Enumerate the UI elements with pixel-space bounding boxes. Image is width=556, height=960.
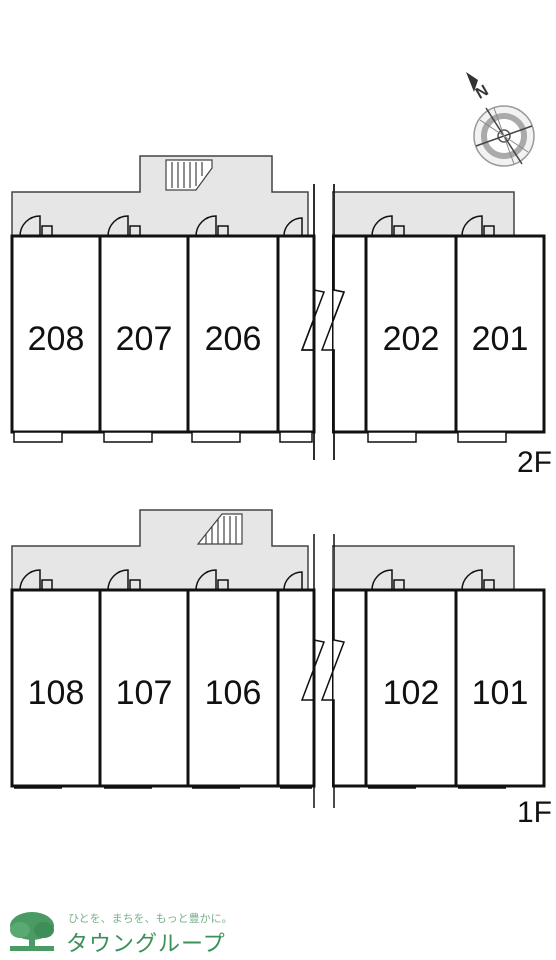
corridor-2f	[11, 155, 309, 237]
door	[461, 215, 483, 237]
floor-label-1f: 1F	[517, 796, 552, 829]
door	[107, 569, 129, 591]
door	[107, 215, 129, 237]
unit-label-201: 201	[472, 320, 529, 358]
balcony	[103, 431, 153, 443]
balcony	[13, 431, 63, 443]
floor-2f: 208 207 206 202 201 2F	[10, 155, 552, 479]
door	[195, 215, 217, 237]
corridor-1f-right	[331, 545, 515, 591]
balcony	[367, 431, 417, 443]
unit-filler-1f	[276, 588, 316, 788]
break-line-1f	[300, 534, 346, 808]
door	[371, 569, 393, 591]
unit-label-206: 206	[205, 320, 262, 358]
unit-label-101: 101	[472, 674, 529, 712]
unit-label-207: 207	[116, 320, 173, 358]
unit-107	[98, 588, 190, 788]
door	[195, 569, 217, 591]
corridor-1f	[11, 509, 309, 591]
corridor-2f-right	[331, 191, 515, 237]
door	[283, 571, 303, 591]
unit-label-108: 108	[28, 674, 85, 712]
stairs-1f	[196, 513, 243, 545]
compass-icon: N	[466, 72, 535, 167]
unit-filler-1f-right	[330, 588, 368, 788]
door	[461, 569, 483, 591]
door	[19, 569, 41, 591]
north-label: N	[473, 82, 492, 103]
company-logo: ひとを、まちを、もっと豊かに。 タウングループ	[4, 908, 264, 957]
unit-label-106: 106	[205, 674, 262, 712]
unit-201	[454, 234, 546, 434]
floor-label-2f: 2F	[517, 446, 552, 479]
unit-label-208: 208	[28, 320, 85, 358]
door	[283, 217, 303, 237]
logo-tagline: ひとを、まちを、もっと豊かに。	[68, 912, 233, 925]
door	[19, 215, 41, 237]
door	[371, 215, 393, 237]
stairs-2f	[165, 159, 213, 191]
balcony	[191, 431, 241, 443]
logo-name: タウングループ	[66, 932, 226, 957]
unit-label-107: 107	[116, 674, 173, 712]
balcony	[457, 431, 507, 443]
unit-102	[364, 588, 458, 788]
tree-logo-icon	[10, 912, 54, 951]
balcony	[279, 431, 313, 443]
unit-101	[454, 588, 546, 788]
unit-108	[10, 588, 102, 788]
unit-label-102: 102	[383, 674, 440, 712]
floor-1f: 108 107 106 102 101 1F	[10, 509, 552, 829]
unit-filler-2f-right	[330, 234, 368, 434]
unit-label-202: 202	[383, 320, 440, 358]
